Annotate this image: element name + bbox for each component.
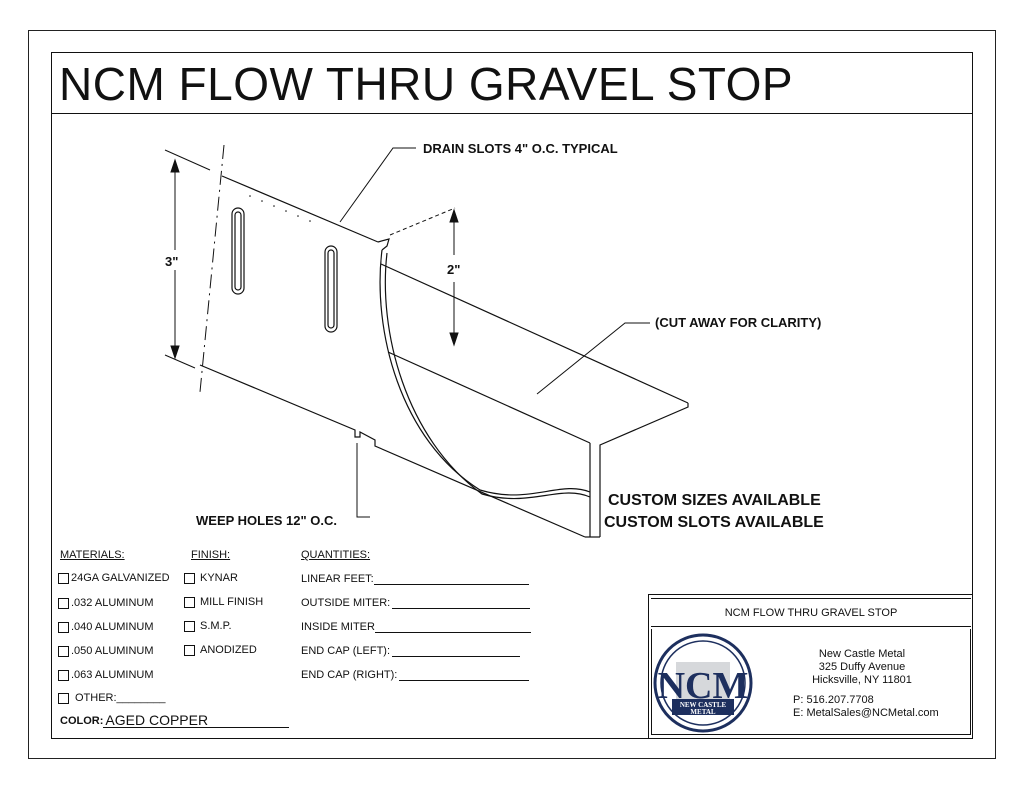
height-3-label: 3" — [165, 254, 179, 269]
drain-slots-leader — [339, 147, 416, 223]
custom-slots-label: CUSTOM SLOTS AVAILABLE — [604, 514, 824, 531]
height-2-label: 2" — [447, 262, 461, 277]
qty-input-line[interactable] — [373, 574, 529, 585]
face-top-edge — [221, 175, 379, 243]
weep-holes-leader — [356, 443, 370, 518]
color-field[interactable]: COLOR: AGED COPPER — [60, 713, 290, 728]
company-street: 325 Duffy Avenue — [818, 661, 906, 673]
qty-input-line[interactable] — [392, 598, 531, 609]
checkbox[interactable] — [58, 692, 69, 704]
title-block-heading-row: NCM FLOW THRU GRAVEL STOP — [651, 598, 971, 627]
drawing-title: NCM FLOW THRU GRAVEL STOP — [59, 58, 794, 110]
qty-inside-miter[interactable]: INSIDE MITER — [301, 621, 531, 633]
finish-mill[interactable]: MILL FINISH — [184, 596, 263, 608]
qty-input-line[interactable] — [392, 646, 521, 657]
flange-top-edge — [380, 263, 689, 404]
company-address: New Castle Metal 325 Duffy Avenue Hicksv… — [792, 648, 932, 687]
material-063[interactable]: .063 ALUMINUM — [58, 669, 154, 681]
flange-inner-line — [387, 351, 591, 444]
color-label: COLOR: — [60, 714, 104, 727]
company-city: Hicksville, NY 11801 — [812, 674, 912, 686]
dimension-2in — [389, 207, 459, 347]
svg-text:NEW CASTLE: NEW CASTLE — [680, 701, 727, 709]
drain-slots-label: DRAIN SLOTS 4" O.C. TYPICAL — [423, 141, 618, 156]
drain-slot-2-inner — [327, 249, 335, 329]
checkbox[interactable] — [184, 596, 195, 608]
checkbox[interactable] — [58, 597, 69, 609]
color-value[interactable]: AGED COPPER — [103, 713, 290, 728]
custom-sizes-label: CUSTOM SIZES AVAILABLE — [608, 492, 821, 509]
qty-linear-feet[interactable]: LINEAR FEET: — [301, 573, 529, 585]
company-name: New Castle Metal — [818, 648, 906, 660]
company-phone: P: 516.207.7708 — [793, 694, 874, 706]
title-block-body — [651, 629, 971, 735]
qty-input-line[interactable] — [399, 670, 530, 681]
material-032[interactable]: .032 ALUMINUM — [58, 597, 154, 609]
face-bottom-edge — [199, 364, 586, 538]
title-bar: NCM FLOW THRU GRAVEL STOP — [51, 52, 973, 114]
qty-end-cap-left[interactable]: END CAP (LEFT): — [301, 645, 521, 657]
svg-text:METAL: METAL — [690, 708, 715, 716]
checkbox[interactable] — [184, 644, 195, 656]
checkbox[interactable] — [58, 621, 69, 633]
company-contact: P: 516.207.7708 E: MetalSales@NCMetal.co… — [793, 694, 939, 720]
materials-heading: MATERIALS: — [60, 549, 125, 561]
sheet-inner-border — [51, 52, 973, 739]
cut-away-label: (CUT AWAY FOR CLARITY) — [655, 315, 822, 330]
checkbox[interactable] — [58, 645, 69, 657]
finish-smp[interactable]: S.M.P. — [184, 620, 232, 632]
qty-end-cap-right[interactable]: END CAP (RIGHT): — [301, 669, 530, 681]
top-dots — [249, 195, 311, 222]
finish-kynar[interactable]: KYNAR — [184, 572, 238, 584]
finish-heading: FINISH: — [191, 549, 231, 561]
break-line — [199, 144, 225, 393]
cut-away-leader — [536, 322, 650, 395]
top-hem — [377, 238, 390, 251]
title-block — [648, 594, 973, 739]
checkbox[interactable] — [58, 669, 69, 681]
quantities-heading: QUANTITIES: — [301, 549, 371, 561]
drain-slot-2 — [324, 245, 338, 333]
material-040[interactable]: .040 ALUMINUM — [58, 621, 154, 633]
finish-anodized[interactable]: ANODIZED — [184, 644, 257, 656]
cutaway-curve-inner — [384, 252, 591, 500]
material-050[interactable]: .050 ALUMINUM — [58, 645, 154, 657]
company-email: E: MetalSales@NCMetal.com — [793, 707, 939, 719]
checkbox[interactable] — [184, 572, 195, 584]
profile-outline — [199, 175, 689, 538]
weep-holes-label: WEEP HOLES 12" O.C. — [196, 513, 338, 528]
ncm-logo: NCM NEW CASTLE METAL — [653, 633, 753, 733]
material-24ga[interactable]: 24GA GALVANIZED — [58, 572, 170, 584]
leader-lines — [339, 147, 650, 518]
sheet-outer-border — [28, 30, 996, 759]
qty-input-line[interactable] — [374, 622, 531, 633]
flange-outer-edge — [599, 403, 689, 537]
drain-slot-1 — [231, 207, 245, 295]
checkbox[interactable] — [58, 572, 69, 584]
checkbox[interactable] — [184, 620, 195, 632]
cutaway-curve — [379, 249, 591, 496]
dimension-3in — [164, 149, 211, 369]
drain-slot-1-inner — [234, 211, 242, 291]
qty-outside-miter[interactable]: OUTSIDE MITER: — [301, 597, 531, 609]
material-other[interactable]: OTHER:________ — [58, 692, 166, 704]
title-block-heading: NCM FLOW THRU GRAVEL STOP — [724, 607, 898, 619]
